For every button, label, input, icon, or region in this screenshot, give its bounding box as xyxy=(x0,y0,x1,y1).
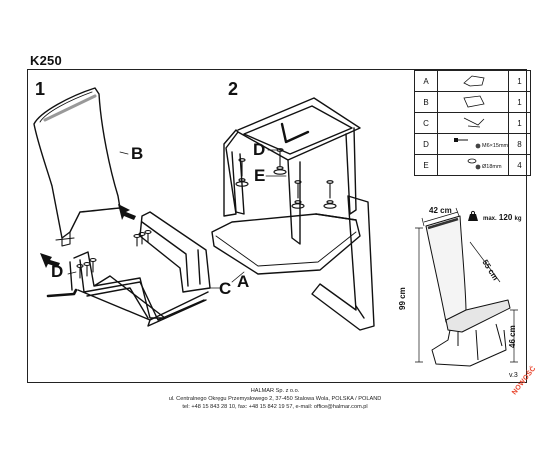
footer-contact: tel: +48 15 843 28 10, fax: +48 15 842 1… xyxy=(182,404,368,410)
parts-row-b: B 1 xyxy=(414,91,531,113)
seat-height-dimension: 46 cm xyxy=(508,325,517,348)
bolt-spec-label: M6×15mm xyxy=(482,143,509,149)
parts-table: A 1 B 1 C 1 xyxy=(414,70,531,176)
footer-company: HALMAR Sp. z o.o. xyxy=(250,388,300,394)
frame-icon xyxy=(463,117,485,128)
washer-spec-label: Ø18mm xyxy=(482,164,502,170)
callout-c: C xyxy=(219,279,232,298)
callout-a: A xyxy=(237,272,250,291)
callout-d-step1: D xyxy=(51,262,64,281)
part-qty-cell: 4 xyxy=(508,154,531,176)
callout-d-step2: D xyxy=(253,140,266,159)
max-load-value: 120 xyxy=(498,213,513,222)
chair-backrest xyxy=(425,215,467,323)
max-load-unit: kg xyxy=(514,216,522,222)
frame-on-seat xyxy=(223,129,239,217)
step-2-number: 2 xyxy=(228,79,239,99)
max-load-label: max. 120 kg xyxy=(483,213,522,222)
seat-icon xyxy=(463,75,485,87)
step-1-number: 1 xyxy=(35,79,46,99)
arrow-icon xyxy=(40,253,60,268)
part-qty-cell: 8 xyxy=(508,133,531,155)
callout-b: B xyxy=(131,144,144,163)
chair-seat xyxy=(445,299,511,333)
parts-row-d: D M6×15mm 8 xyxy=(414,133,531,155)
seat-part-a xyxy=(211,213,361,275)
max-load-prefix: max. xyxy=(483,216,497,222)
version-label: v.3 xyxy=(509,372,518,379)
bolt-set-step1 xyxy=(76,229,152,279)
hex-key-step2 xyxy=(280,122,310,144)
parts-row-e: E Ø18mm 4 xyxy=(414,154,531,176)
backrest-icon xyxy=(463,95,485,108)
backrest-part-b xyxy=(33,87,121,239)
washer-icon xyxy=(467,158,481,170)
instruction-frame xyxy=(27,69,527,383)
weight-icon xyxy=(468,210,478,221)
footer-address: ul. Centralnego Okręgu Przemysłowego 2, … xyxy=(168,396,382,402)
model-title: K250 xyxy=(30,53,62,68)
height-dimension: 99 cm xyxy=(398,287,407,310)
width-dimension: 42 cm xyxy=(429,206,452,215)
bolt-icon xyxy=(454,138,481,149)
hex-key-step1 xyxy=(46,288,78,298)
bolt-set-step2 xyxy=(235,148,337,209)
callout-e-step2: E xyxy=(254,166,266,185)
part-image-cell: Ø18mm xyxy=(437,154,509,176)
arrow-icon xyxy=(118,204,136,220)
